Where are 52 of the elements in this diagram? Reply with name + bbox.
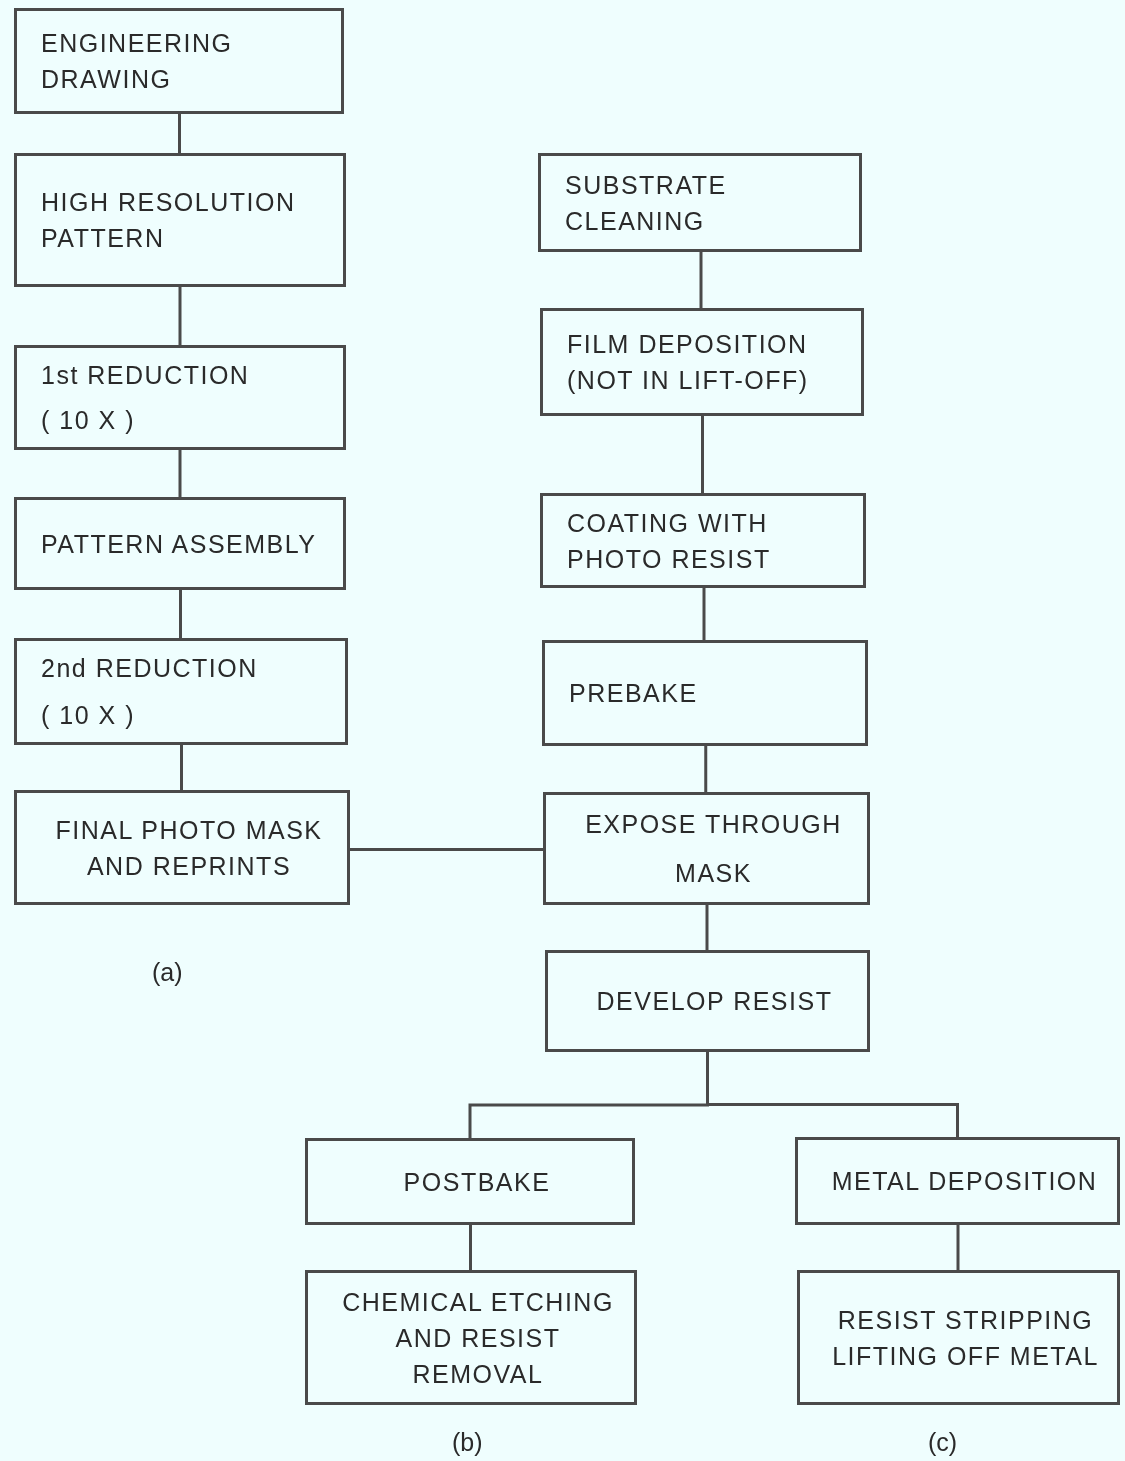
step-text: ( 10 X ) <box>41 405 136 437</box>
process-box <box>14 790 350 905</box>
step-text: SUBSTRATE CLEANING <box>565 169 728 237</box>
connector-line <box>701 416 704 493</box>
step-text: 1st REDUCTION <box>41 359 251 391</box>
process-box <box>305 1138 635 1225</box>
connector-line <box>705 905 709 950</box>
process-box <box>14 497 346 590</box>
step-text: ( 10 X ) <box>41 699 136 731</box>
process-box <box>540 308 864 416</box>
process-box <box>543 792 870 905</box>
process-box <box>795 1137 1120 1225</box>
connector-line <box>704 746 708 792</box>
panel-label: (b) <box>452 1428 483 1457</box>
step-text: FINAL PHOTO MASK AND REPRINTS <box>54 814 324 882</box>
step-text: COATING WITH PHOTO RESIST <box>567 507 772 575</box>
panel-label: (a) <box>152 958 183 987</box>
connector-line <box>180 745 183 790</box>
step-text: EXPOSE THROUGH <box>584 808 843 840</box>
step-text: CHEMICAL ETCHING AND RESIST REMOVAL <box>341 1286 615 1390</box>
connector-line <box>178 114 181 153</box>
step-text: HIGH RESOLUTION PATTERN <box>41 187 297 254</box>
step-text: METAL DEPOSITION <box>830 1166 1099 1197</box>
connector-line <box>179 590 182 638</box>
process-box <box>14 345 346 450</box>
step-text: MASK <box>674 858 753 890</box>
connector-line <box>350 848 543 851</box>
process-box <box>797 1270 1120 1405</box>
step-text: DEVELOP RESIST <box>595 986 834 1017</box>
process-box <box>540 493 866 588</box>
step-text: RESIST STRIPPING LIFTING OFF METAL <box>831 1304 1100 1372</box>
process-box <box>542 640 868 746</box>
connector-line <box>956 1225 960 1270</box>
step-text: PREBAKE <box>569 678 699 709</box>
step-text: PATTERN ASSEMBLY <box>41 528 318 560</box>
connector-line <box>702 588 706 640</box>
process-box <box>538 153 862 252</box>
step-text: 2nd REDUCTION <box>41 653 259 685</box>
process-box <box>14 153 346 287</box>
step-text: ENGINEERING DRAWING <box>41 28 234 95</box>
panel-label: (c) <box>928 1428 958 1457</box>
step-text: POSTBAKE <box>402 1166 552 1198</box>
connector-line <box>178 450 182 497</box>
process-box <box>14 8 344 114</box>
connector-line <box>469 1225 472 1270</box>
process-box <box>545 950 870 1052</box>
step-text: FILM DEPOSITION (NOT IN LIFT-OFF) <box>567 329 810 396</box>
connector-line <box>178 287 182 345</box>
process-box <box>14 638 348 745</box>
process-box <box>305 1270 637 1405</box>
connector-line <box>706 1052 959 1137</box>
connector-line <box>699 252 703 308</box>
